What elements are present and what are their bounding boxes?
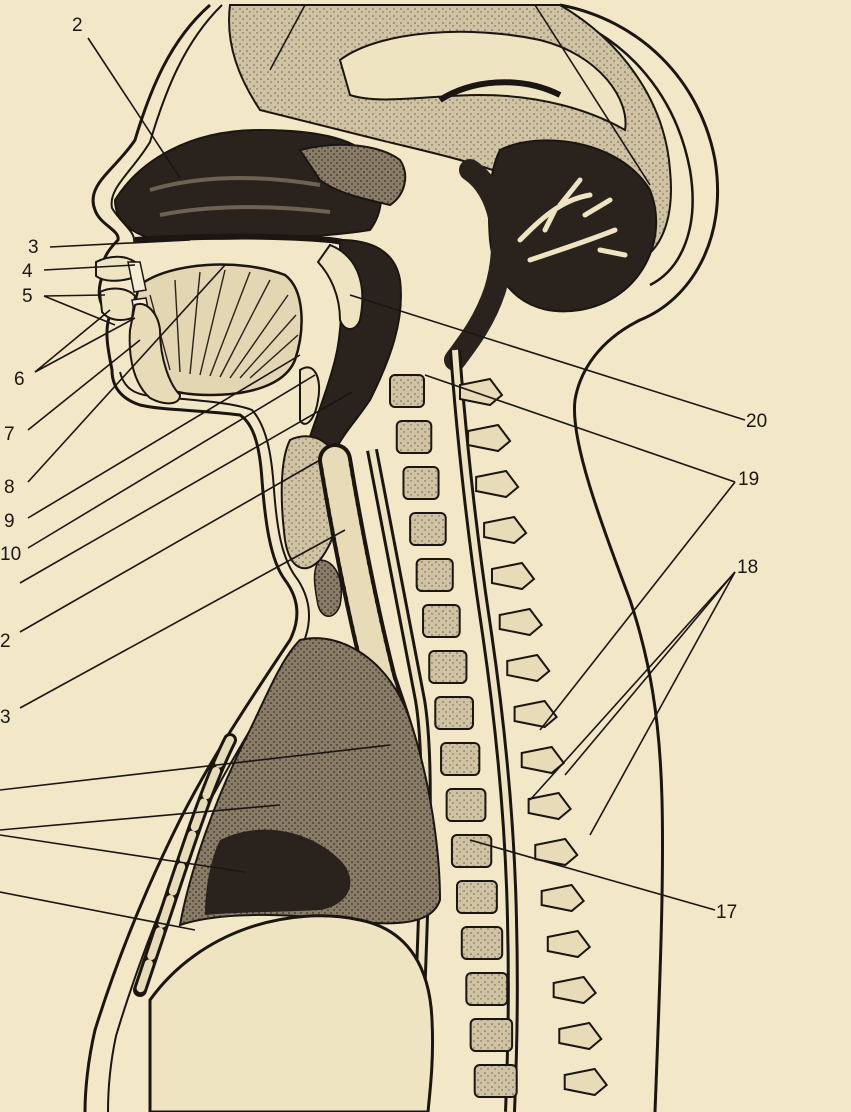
label-18: 18 bbox=[737, 558, 758, 577]
vertebral-body bbox=[390, 375, 424, 407]
spinous-process bbox=[559, 1023, 601, 1049]
spinous-process bbox=[500, 609, 542, 635]
label-3: 3 bbox=[28, 238, 39, 257]
spinous-process bbox=[507, 655, 549, 681]
label-4: 4 bbox=[22, 262, 33, 281]
vertebral-body bbox=[397, 421, 432, 453]
label-9: 9 bbox=[4, 512, 15, 531]
spinous-process bbox=[554, 977, 596, 1003]
thyroid-gland bbox=[315, 560, 342, 616]
spinous-process bbox=[548, 931, 590, 957]
vertebral-body bbox=[466, 973, 507, 1005]
vertebral-body bbox=[475, 1065, 517, 1097]
label-2: 2 bbox=[72, 16, 83, 35]
vertebral-body bbox=[429, 651, 466, 683]
vertebral-body bbox=[417, 559, 453, 591]
label-17: 17 bbox=[716, 903, 737, 922]
label-20: 20 bbox=[746, 412, 767, 431]
epiglottis bbox=[300, 367, 319, 424]
label-8: 8 bbox=[4, 478, 15, 497]
vertebral-body bbox=[441, 743, 479, 775]
spinous-process bbox=[468, 425, 510, 451]
vertebral-body bbox=[410, 513, 446, 545]
vertebral-body bbox=[403, 467, 438, 499]
label-10: 10 bbox=[0, 545, 21, 564]
spinous-process bbox=[460, 379, 502, 405]
label-6: 6 bbox=[14, 370, 25, 389]
spinous-process bbox=[492, 563, 534, 589]
vertebral-body bbox=[457, 881, 497, 913]
label-12: 2 bbox=[0, 632, 11, 651]
brainstem bbox=[455, 170, 502, 360]
vertebral-body bbox=[423, 605, 460, 637]
vertebral-body bbox=[471, 1019, 512, 1051]
spinous-process bbox=[515, 701, 557, 727]
lower-lip bbox=[100, 289, 135, 320]
vertebral-body bbox=[447, 789, 486, 821]
label-13: 3 bbox=[0, 708, 11, 727]
vertebral-body bbox=[435, 697, 473, 729]
label-19: 19 bbox=[738, 470, 759, 489]
spinous-process bbox=[476, 471, 518, 497]
incisor-upper bbox=[128, 262, 146, 292]
vertebral-body bbox=[462, 927, 502, 959]
spinous-process bbox=[565, 1069, 607, 1095]
spinous-process bbox=[484, 517, 526, 543]
label-5: 5 bbox=[22, 287, 33, 306]
spinous-process bbox=[529, 793, 571, 819]
label-7: 7 bbox=[4, 425, 15, 444]
diaphragm bbox=[150, 916, 433, 1112]
spinous-process bbox=[542, 885, 584, 911]
